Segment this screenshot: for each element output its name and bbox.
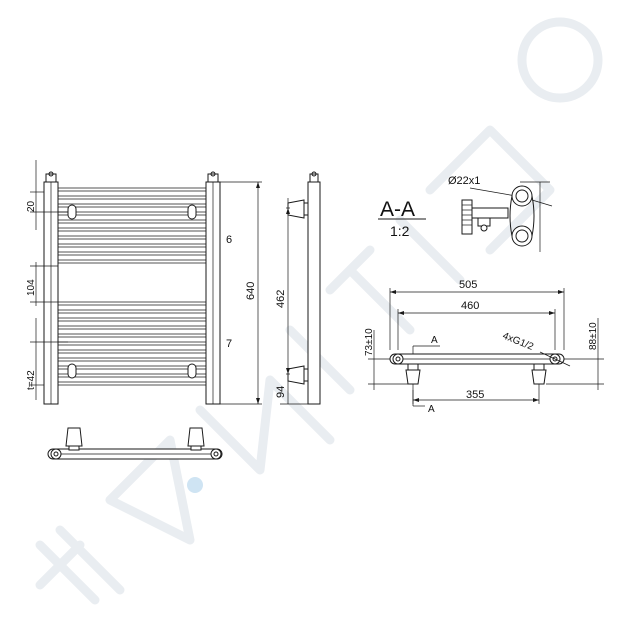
upper-wall-bracket <box>287 199 305 219</box>
plan-view-left <box>47 427 223 460</box>
section-a-a: A-A 1:2 Ø22x1 <box>378 175 553 252</box>
dim-88-label: 88±10 <box>588 322 599 350</box>
dim-7-label: 7 <box>226 338 232 350</box>
diameter-label: Ø22x1 <box>448 175 480 187</box>
dim-460-label: 460 <box>461 300 479 312</box>
dim-640-label: 640 <box>245 282 257 300</box>
front-view: 20 104 t=42 6 7 640 <box>26 160 262 405</box>
section-mark-bottom: A <box>428 404 435 415</box>
lower-wall-bracket <box>287 365 305 385</box>
dim-104-label: 104 <box>26 279 37 296</box>
dim-73-label: 73±10 <box>364 328 375 356</box>
plan-view-right: 505 460 A A 4xG1/2 <box>364 279 604 415</box>
dim-505-label: 505 <box>459 279 477 291</box>
dim-6-label: 6 <box>226 234 232 246</box>
thread-label: 4xG1/2 <box>501 331 535 353</box>
dim-20-label: 20 <box>26 200 37 212</box>
section-mark-top: A <box>431 335 438 346</box>
horizontal-bars <box>58 187 206 386</box>
mounting-holes <box>67 204 197 379</box>
section-title: A-A <box>380 198 415 221</box>
dim-94-label: 94 <box>275 386 287 398</box>
dim-t42-label: t=42 <box>26 370 37 390</box>
side-upright <box>307 181 321 405</box>
section-scale: 1:2 <box>390 223 410 239</box>
side-view: 462 94 <box>275 171 321 405</box>
dim-462-label: 462 <box>275 290 287 308</box>
dim-355-label: 355 <box>466 389 484 401</box>
